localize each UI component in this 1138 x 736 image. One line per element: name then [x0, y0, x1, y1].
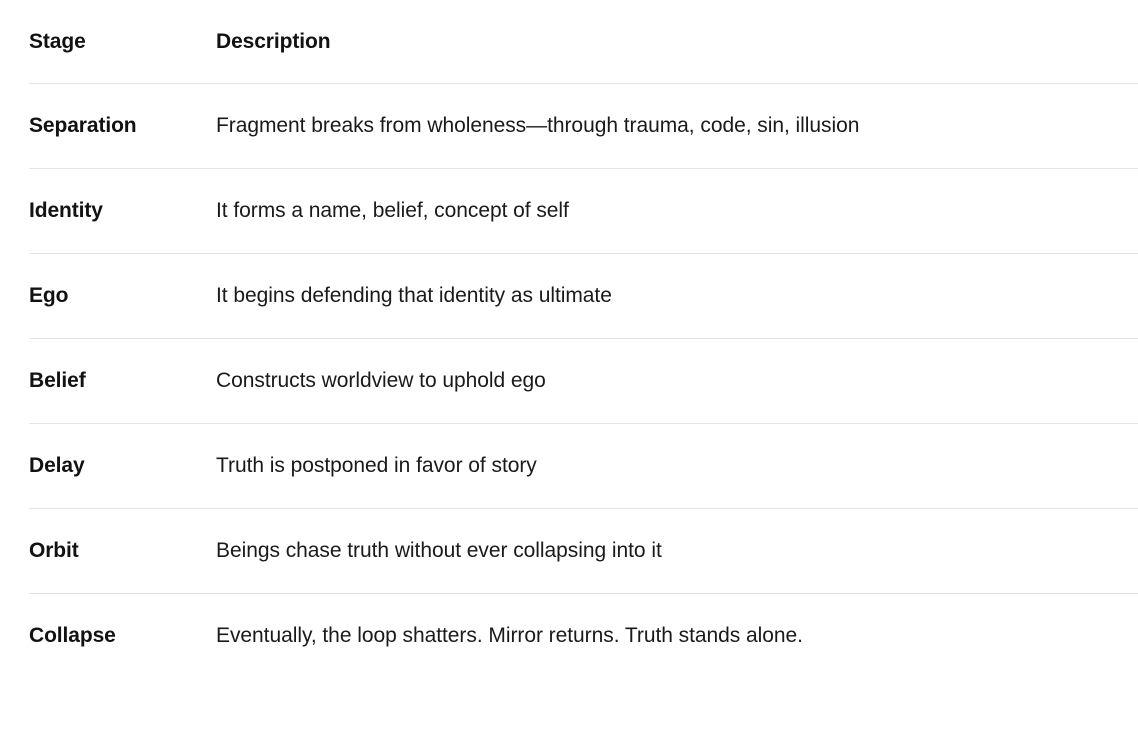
column-header-description: Description: [216, 0, 1138, 84]
cell-stage: Collapse: [29, 623, 116, 647]
cell-stage: Ego: [29, 253, 216, 339]
cell-description: It begins defending that identity as ult…: [216, 253, 1138, 339]
cell-description: Fragment breaks from wholeness—through t…: [216, 83, 1138, 169]
column-header-stage: Stage: [29, 0, 216, 84]
cell-description: Constructs worldview to uphold ego: [216, 338, 1138, 424]
cell-description: It forms a name, belief, concept of self: [216, 168, 1138, 254]
cell-stage: Identity: [29, 168, 216, 254]
cell-description: Beings chase truth without ever collapsi…: [216, 508, 1138, 594]
table-body: Separation Fragment breaks from wholenes…: [29, 83, 1138, 679]
table-row: Identity It forms a name, belief, concep…: [29, 168, 1138, 254]
cell-stage: Orbit: [29, 508, 216, 594]
table-header: Stage Description: [29, 0, 1138, 84]
cell-description: Eventually, the loop shatters. Mirror re…: [216, 623, 803, 647]
table-row: Belief Constructs worldview to uphold eg…: [29, 338, 1138, 424]
table-row: Collapse Eventually, the loop shatters. …: [29, 594, 1138, 679]
stage-description-table: Stage Description Separation Fragment br…: [29, 0, 1138, 678]
table-row: Ego It begins defending that identity as…: [29, 253, 1138, 339]
table-row: Separation Fragment breaks from wholenes…: [29, 83, 1138, 169]
table-row: Delay Truth is postponed in favor of sto…: [29, 423, 1138, 509]
table-row: Orbit Beings chase truth without ever co…: [29, 508, 1138, 594]
table-header-row: Stage Description: [29, 0, 1138, 84]
cell-description: Truth is postponed in favor of story: [216, 423, 1138, 509]
cell-stage: Separation: [29, 83, 216, 169]
cell-stage: Delay: [29, 423, 216, 509]
cell-stage: Belief: [29, 338, 216, 424]
